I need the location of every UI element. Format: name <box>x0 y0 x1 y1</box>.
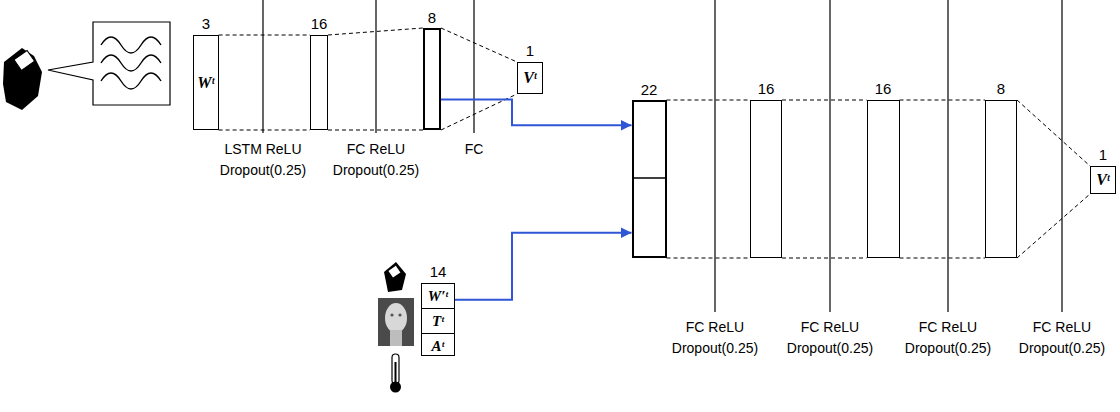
concat-layer-box: 22 <box>632 100 667 258</box>
layer-size: 1 <box>526 43 534 58</box>
feature-layer-box: 8 <box>423 28 441 130</box>
eye <box>390 313 393 316</box>
box-divider <box>632 177 666 178</box>
hidden-layer-box: 16 <box>750 100 782 258</box>
layer-line <box>947 0 948 312</box>
feature-row: Tᵗ <box>422 308 454 333</box>
layer-size: 22 <box>641 82 658 97</box>
wrist-sensor-icon <box>3 48 42 110</box>
thermal-face-icon <box>378 298 414 346</box>
hidden-layer-box: 16 <box>867 100 900 258</box>
layer-size: 8 <box>997 81 1005 96</box>
thermometer-tube <box>392 354 399 384</box>
layer-label: FC ReLU Dropout(0.25) <box>333 139 419 181</box>
projection-dashed <box>328 28 423 130</box>
feature-row: W′ᵗ <box>422 284 454 308</box>
projection-dashed <box>1017 100 1090 258</box>
layer-line <box>829 0 830 312</box>
layer-separators <box>263 0 1062 312</box>
variable-name: Vᵗ <box>523 70 537 86</box>
thermometer-level <box>395 362 397 384</box>
projection-dashed <box>900 100 986 258</box>
layer-size: 16 <box>311 16 328 31</box>
layer-label: FC ReLU Dropout(0.25) <box>672 317 758 359</box>
layer-label: FC ReLU Dropout(0.25) <box>905 317 991 359</box>
layer-size: 16 <box>758 81 775 96</box>
eye <box>398 313 401 316</box>
speech-bubble <box>48 22 170 105</box>
flow-arrow <box>441 99 632 125</box>
layer-line <box>262 0 263 133</box>
thermal-image <box>378 298 414 346</box>
output-box: 1Vᵗ <box>1090 166 1116 194</box>
sine-wave <box>101 55 161 71</box>
variable-name: Vᵗ <box>1096 172 1110 188</box>
sine-wave <box>101 37 161 53</box>
watch-face <box>388 266 400 278</box>
face-shape <box>385 303 407 333</box>
watch-face <box>14 50 35 70</box>
variable-name: Tᵗ <box>432 314 444 329</box>
input-layer-box: 3Wᵗ <box>193 35 218 130</box>
layer-label: FC ReLU Dropout(0.25) <box>787 317 873 359</box>
projection-dashed <box>219 35 310 130</box>
layer-size: 3 <box>202 16 210 31</box>
layer-label: LSTM ReLU Dropout(0.25) <box>220 139 306 181</box>
feature-row: Aᵗ <box>422 333 454 357</box>
layer-line <box>375 0 376 133</box>
layer-size: 8 <box>428 10 436 25</box>
layer-size: 14 <box>430 264 447 279</box>
hidden-layer-box: 8 <box>985 100 1017 258</box>
projection-dashed <box>441 28 517 130</box>
watch-icon <box>384 262 406 292</box>
layer-line <box>1061 0 1062 312</box>
hand-shape <box>384 262 406 292</box>
signal-bubble <box>48 22 170 105</box>
hidden-layer-box: 16 <box>310 35 328 130</box>
output-box: 1Vᵗ <box>517 62 543 94</box>
projection-dashed <box>782 100 867 258</box>
variable-name: Wᵗ <box>197 75 214 91</box>
projection-dashed <box>667 100 751 258</box>
layer-line <box>714 0 715 312</box>
hand-shape <box>3 48 42 110</box>
flow-arrow <box>455 233 632 300</box>
layer-label: FC ReLU Dropout(0.25) <box>1019 317 1105 359</box>
layer-label: FC <box>465 139 484 160</box>
variable-name: W′ᵗ <box>428 289 448 304</box>
feature-stack-box: 14W′ᵗTᵗAᵗ <box>421 283 455 356</box>
sine-wave <box>101 73 161 89</box>
neck-shape <box>390 330 402 346</box>
layer-size: 16 <box>875 81 892 96</box>
layer-line <box>473 0 474 133</box>
thermometer-icon <box>390 354 401 393</box>
layer-size: 1 <box>1099 147 1107 162</box>
variable-name: Aᵗ <box>432 338 445 353</box>
